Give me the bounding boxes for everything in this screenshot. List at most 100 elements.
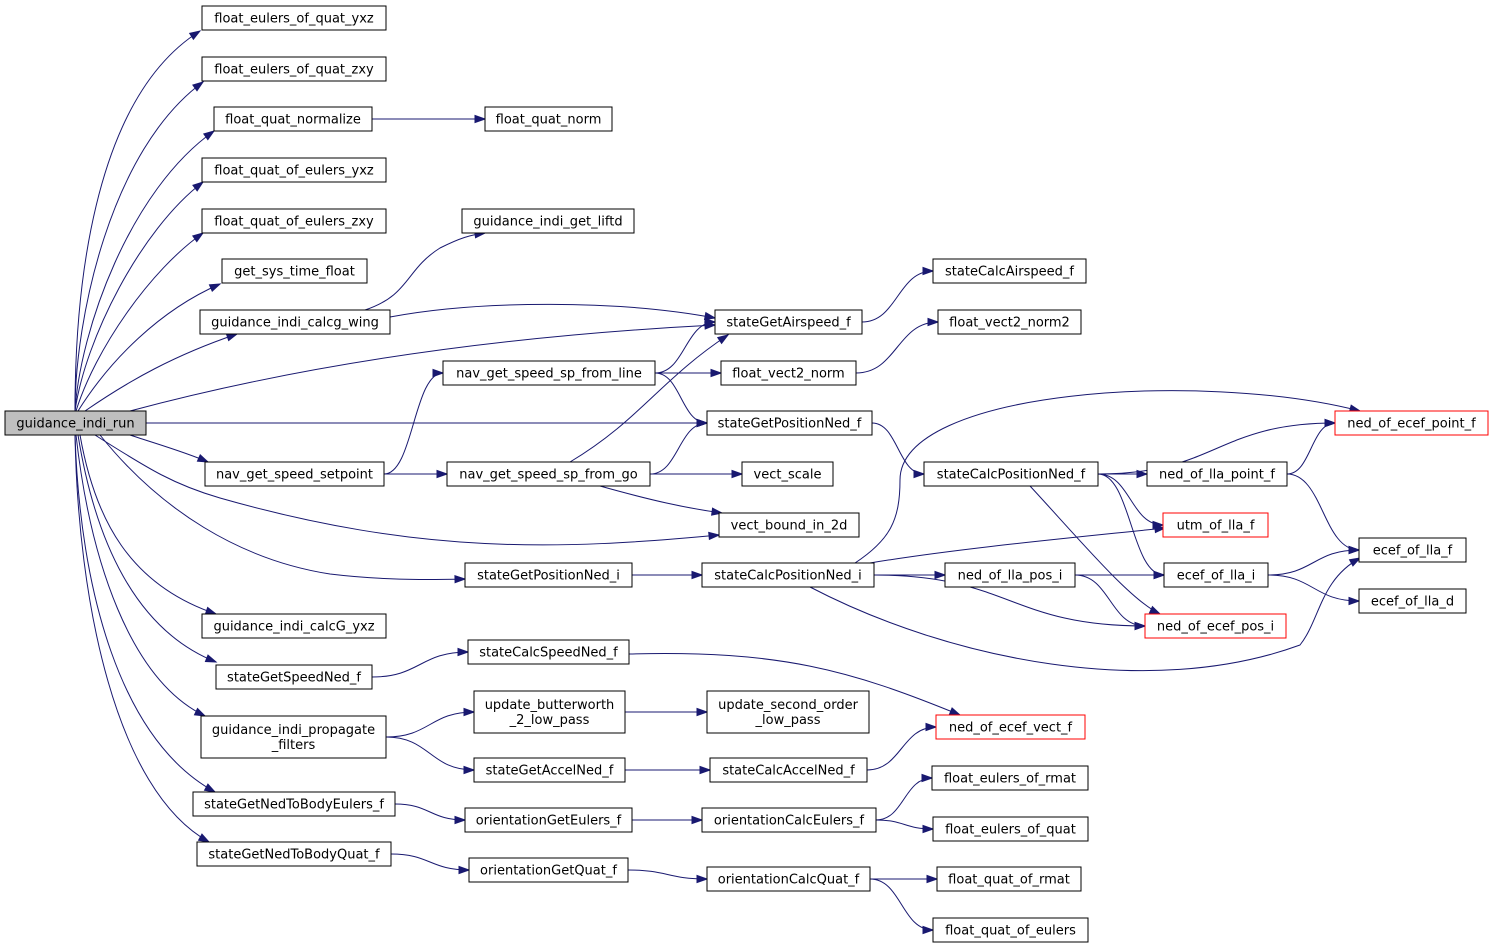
arrowhead-icon [436, 469, 449, 479]
node-box [442, 360, 656, 386]
node-qzxy[interactable]: float_quat_of_eulers_zxy [201, 208, 387, 234]
edge-run-to-nedtobodyeul [74, 434, 217, 793]
node-fromgo[interactable]: nav_get_speed_sp_from_go [446, 461, 651, 487]
node-label: orientationCalcEulers_f [714, 814, 865, 829]
node-label: ned_of_lla_pos_i [958, 569, 1063, 584]
arrowhead-icon [204, 606, 218, 615]
node-ecefllad[interactable]: ecef_of_lla_d [1358, 588, 1467, 614]
node-orienteul[interactable]: orientationGetEulers_f [464, 807, 633, 833]
node-box [944, 562, 1076, 588]
edge-calcposnedf-to-nedllapt [1098, 469, 1149, 479]
node-quateul[interactable]: float_quat_of_eulers [932, 917, 1089, 943]
edge-fromgo-to-vscale [650, 469, 744, 479]
node-label: nav_get_speed_sp_from_line [456, 367, 642, 382]
node-eyxz[interactable]: float_eulers_of_quat_yxz [201, 5, 387, 31]
edge-nedllapt-to-ecefllaf [1286, 473, 1361, 555]
node-label: update_second_order [718, 698, 858, 713]
node-second[interactable]: update_second_order_low_pass [706, 690, 870, 734]
node-label: stateCalcPositionNed_i [714, 569, 861, 584]
node-eulquat[interactable]: float_eulers_of_quat [932, 816, 1089, 842]
node-run: guidance_indi_run [4, 410, 147, 436]
node-label: get_sys_time_float [234, 265, 355, 280]
node-liftd[interactable]: guidance_indi_get_liftd [461, 208, 635, 234]
edge-speedned-to-calcspeed [371, 647, 470, 678]
edge-run-to-nedtobodyquat [74, 434, 211, 843]
node-label: float_eulers_of_rmat [944, 772, 1076, 787]
node-calcposnedi[interactable]: stateCalcPositionNed_i [701, 562, 875, 588]
node-box [213, 106, 373, 132]
node-nedllapt[interactable]: ned_of_lla_point_f [1146, 461, 1288, 487]
edge-orientcalceul-to-eulrmat [875, 773, 934, 821]
node-box [201, 613, 387, 639]
node-qyxz[interactable]: float_quat_of_eulers_yxz [201, 157, 387, 183]
node-quatrmat[interactable]: float_quat_of_rmat [936, 866, 1082, 892]
node-qnorm[interactable]: float_quat_norm [484, 106, 613, 132]
arrowhead-icon [691, 570, 704, 580]
node-nedtobodyquat[interactable]: stateGetNedToBodyQuat_f [196, 841, 392, 867]
node-posnedf[interactable]: stateGetPositionNed_f [706, 410, 873, 436]
node-propagate[interactable]: guidance_indi_propagate_filters [200, 715, 387, 759]
node-box [200, 715, 387, 759]
node-ecefllaf[interactable]: ecef_of_lla_f [1358, 537, 1467, 563]
node-calcaccel[interactable]: stateCalcAccelNed_f [709, 757, 868, 783]
node-box [937, 309, 1082, 335]
arrowhead-icon [1148, 605, 1162, 615]
node-vnorm[interactable]: float_vect2_norm [720, 360, 857, 386]
node-eulrmat[interactable]: float_eulers_of_rmat [931, 765, 1089, 791]
node-label: stateGetNedToBodyQuat_f [208, 848, 380, 863]
arrowhead-icon [708, 531, 721, 541]
node-speedned[interactable]: stateGetSpeedNed_f [215, 664, 373, 690]
arrowhead-icon [696, 418, 709, 428]
node-label: orientationGetEulers_f [476, 814, 622, 829]
node-utm[interactable]: utm_of_lla_f [1162, 512, 1269, 538]
node-butter[interactable]: update_butterworth_2_low_pass [473, 690, 626, 734]
edge-posnedi-to-calcposnedi [632, 570, 704, 580]
node-bound[interactable]: vect_bound_in_2d [718, 512, 860, 538]
arrowhead-icon [225, 333, 239, 342]
node-label: float_vect2_norm2 [949, 316, 1070, 331]
node-label: vect_scale [754, 468, 822, 483]
edge-nedllapos-to-nedecefpos [1074, 574, 1147, 631]
node-box [1358, 537, 1467, 563]
node-posnedi[interactable]: stateGetPositionNed_i [464, 562, 633, 588]
arrowhead-icon [696, 707, 709, 717]
node-box [1162, 512, 1269, 538]
node-nedecefpt[interactable]: ned_of_ecef_point_f [1334, 410, 1489, 436]
node-calcGyxz[interactable]: guidance_indi_calcG_yxz [201, 613, 387, 639]
node-nedecefpos[interactable]: ned_of_ecef_pos_i [1144, 613, 1287, 639]
node-calcposnedf[interactable]: stateCalcPositionNed_f [923, 461, 1099, 487]
node-orientcalcquat[interactable]: orientationCalcQuat_f [706, 866, 871, 892]
node-box [701, 562, 875, 588]
node-setpoint[interactable]: nav_get_speed_setpoint [204, 461, 385, 487]
node-box [718, 512, 860, 538]
node-box [741, 461, 834, 487]
edge-orientcalcquat-to-quatrmat [870, 874, 939, 884]
node-calcgwing[interactable]: guidance_indi_calcg_wing [199, 309, 391, 335]
node-box [446, 461, 651, 487]
node-vscale[interactable]: vect_scale [741, 461, 834, 487]
node-calcspeed[interactable]: stateCalcSpeedNed_f [467, 639, 630, 665]
node-norm2[interactable]: float_vect2_norm2 [937, 309, 1082, 335]
node-fromline[interactable]: nav_get_speed_sp_from_line [442, 360, 656, 386]
node-box [461, 208, 635, 234]
edge-nedllapos-to-ecefllai [1075, 570, 1166, 580]
node-ecefllai[interactable]: ecef_of_lla_i [1163, 562, 1269, 588]
node-systime[interactable]: get_sys_time_float [221, 258, 368, 284]
node-orientquat[interactable]: orientationGetQuat_f [468, 857, 629, 883]
node-airspeedcalc[interactable]: stateCalcAirspeed_f [932, 258, 1087, 284]
node-accelned[interactable]: stateGetAccelNed_f [473, 757, 626, 783]
node-nedllapos[interactable]: ned_of_lla_pos_i [944, 562, 1076, 588]
node-airspeed[interactable]: stateGetAirspeed_f [714, 309, 863, 335]
node-orientcalceul[interactable]: orientationCalcEulers_f [701, 807, 877, 833]
node-nedtobodyeul[interactable]: stateGetNedToBodyEulers_f [192, 791, 396, 817]
node-label: stateGetAirspeed_f [726, 316, 851, 331]
node-label: _filters [271, 738, 316, 753]
edge-setpoint-to-fromgo [384, 469, 449, 479]
node-nedecefvect[interactable]: ned_of_ecef_vect_f [935, 714, 1086, 740]
arrowhead-icon [454, 815, 467, 825]
edge-fromline-to-vnorm [655, 368, 723, 378]
edge-run-to-bound [94, 434, 721, 546]
node-label: float_quat_of_eulers_zxy [214, 215, 374, 230]
node-qnormalize[interactable]: float_quat_normalize [213, 106, 373, 132]
node-ezxy[interactable]: float_eulers_of_quat_zxy [201, 56, 387, 82]
